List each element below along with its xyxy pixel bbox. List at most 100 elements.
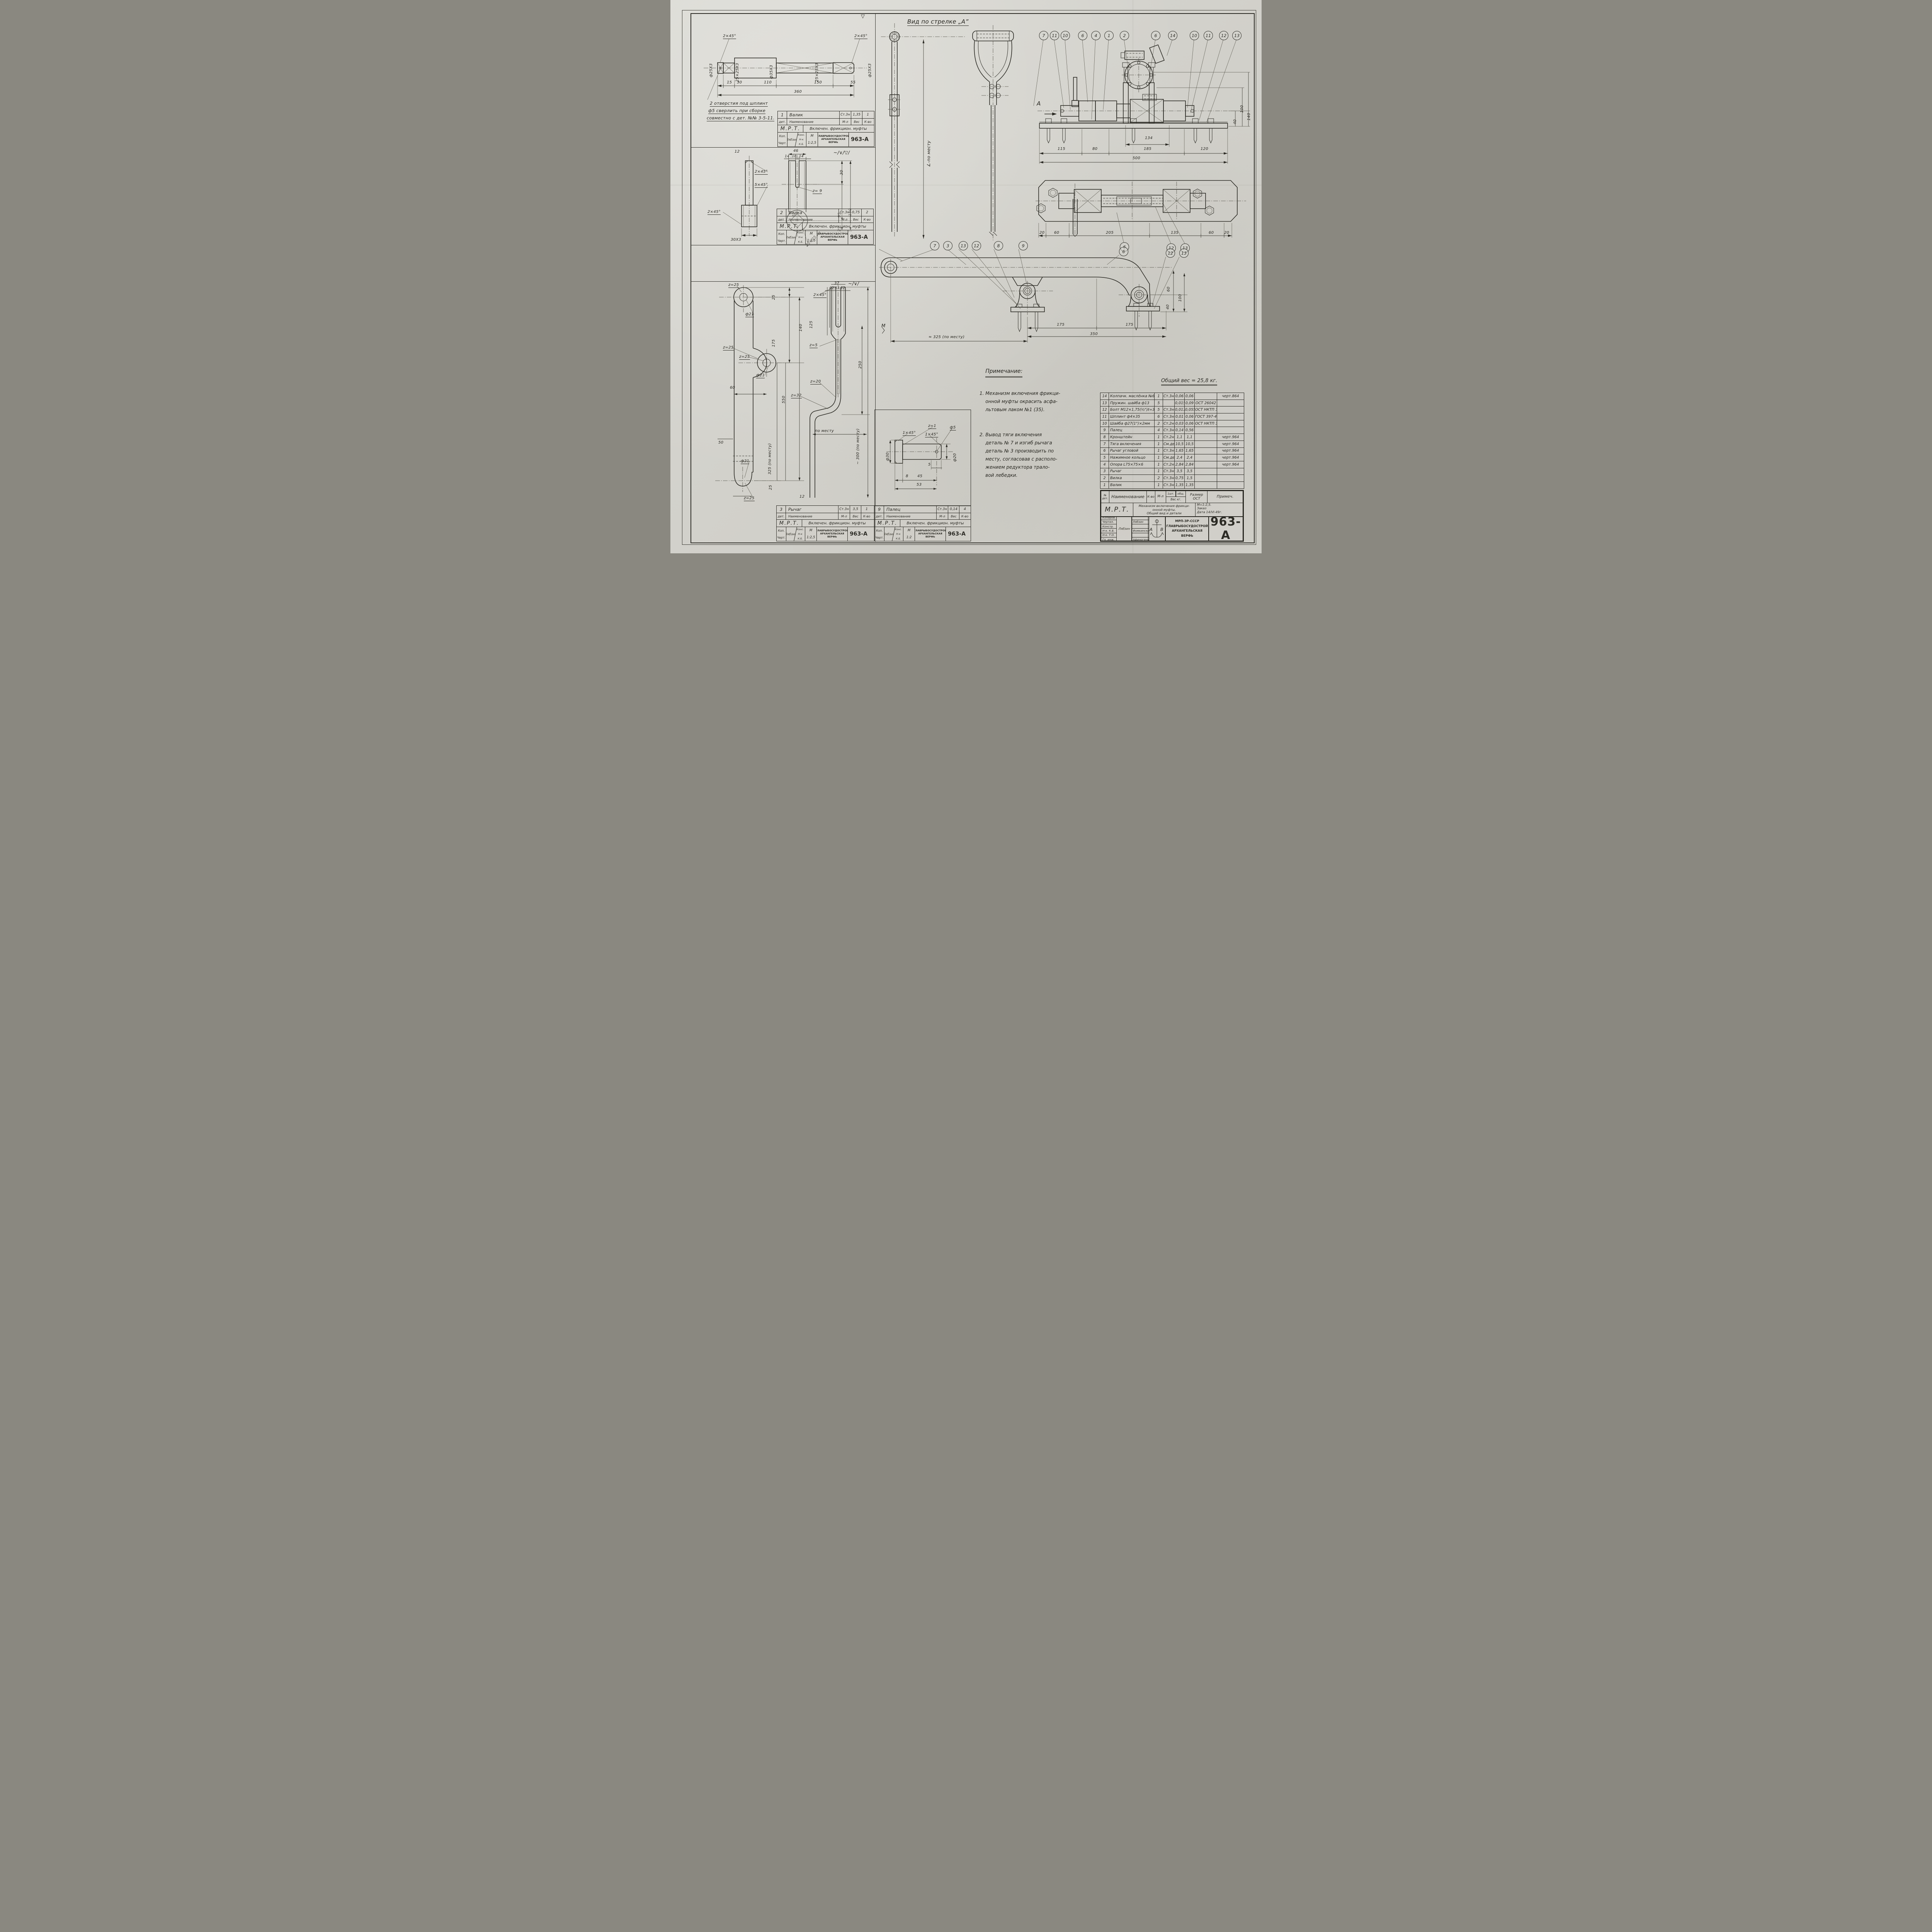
dimension-label: ф20 <box>953 453 957 462</box>
parts-table-cell: Ст.3н <box>1163 406 1175 414</box>
balloon-callout: 10 <box>1061 31 1070 40</box>
person-name <box>1131 517 1149 520</box>
col-header-name: Наименование <box>1109 491 1147 503</box>
parts-table-cell: ОСТ НКТП 3100 <box>1194 420 1217 427</box>
parts-table-cell <box>1217 468 1244 475</box>
balloon-callout: 9 <box>1019 241 1028 250</box>
dimension-label: 30 <box>737 80 742 85</box>
parts-table-cell: Ст.3н <box>1163 474 1175 482</box>
dimension-label: 60 <box>1167 286 1171 292</box>
dimension-label: z=25 <box>723 345 734 350</box>
balloon-callout: 13 <box>1232 31 1242 40</box>
balloon-callout: 3 <box>943 241 952 250</box>
parts-table-cell <box>1194 440 1217 448</box>
dimension-label: ф25Х3 <box>709 63 713 77</box>
parts-table-cell: 1 <box>1154 468 1163 475</box>
dimension-label: 60 <box>1209 231 1214 235</box>
dimension-label: 250 <box>858 361 862 369</box>
outer-frame <box>682 10 1256 545</box>
dimension-label: 205 <box>1106 231 1114 235</box>
parts-table-cell: 1 <box>1154 393 1163 400</box>
section-divider <box>875 13 876 542</box>
dimension-label: 135 <box>1171 231 1179 235</box>
dimension-label: 30Х3 <box>731 238 742 242</box>
dimension-label: 80 <box>1092 147 1098 151</box>
view-arrow-a: Вид по стрелке „А”∠-по месту <box>877 15 1032 243</box>
dimension-label: ф30 <box>886 452 890 461</box>
notes-block: Примечание: 1. Механизм включения фрикци… <box>980 359 1099 496</box>
balloon-callout: 8 <box>994 241 1003 250</box>
parts-table-cell: 2 <box>1154 474 1163 482</box>
dimension-label: 2×45° <box>813 293 827 298</box>
dimension-label: 37 <box>834 281 840 286</box>
parts-table-cell: 1,35 <box>1184 481 1195 489</box>
parts-table-cell: Шайба ф27(1")×2мм <box>1109 420 1155 427</box>
organization: МРП-ЗР-СССР ГЛАВРЫБОСУДОСТРОЙ АРХАНГЕЛЬС… <box>1165 516 1209 541</box>
parts-table-cell: Пружин. шайба ф13 <box>1109 399 1155 407</box>
parts-table-cell: 2 <box>1100 474 1109 482</box>
parts-table-cell: Ст.2н <box>1163 420 1175 427</box>
dimension-label: 8 <box>906 474 908 478</box>
dimension-label: 175 <box>1126 323 1133 327</box>
notes-title: Примечание: <box>985 367 1023 378</box>
parts-table-cell: черт.964 <box>1217 454 1244 461</box>
parts-table-cell: 1,1 <box>1174 434 1185 441</box>
person-name: Лябзин <box>1131 520 1149 524</box>
svg-text:А: А <box>1149 527 1153 532</box>
parts-table-cell: 0,06 <box>1174 393 1185 400</box>
material: Ст.3н <box>840 111 851 118</box>
parts-table-cell: 4 <box>1100 461 1109 468</box>
parts-table-cell: 0,56 <box>1184 427 1195 434</box>
parts-table-cell: 8 <box>1100 434 1109 441</box>
balloon-callout: 1 <box>1104 31 1114 40</box>
role-label: Констр. <box>1101 524 1116 529</box>
dimension-label: по месту <box>815 429 834 433</box>
parts-table-cell: 10 <box>1100 420 1109 427</box>
person-name <box>1131 533 1149 538</box>
section-divider <box>690 281 875 282</box>
parts-table-cell: 4 <box>1154 427 1163 434</box>
drawing-title: Механизм включения фрикци- онной муфты. … <box>1133 502 1196 517</box>
balloon-callout: 13 <box>959 241 968 250</box>
dimension-label: 150 <box>814 80 822 85</box>
lever-drawing <box>715 284 870 498</box>
dimension-label: 20 <box>1224 231 1230 235</box>
dimension-label: 185 <box>1144 147 1151 151</box>
parts-table-cell: 1,5 <box>1184 474 1195 482</box>
balloon-callout: 13 <box>1179 248 1189 258</box>
dimension-label: 12 <box>735 150 740 154</box>
parts-table-cell: Шплинт ф4×35 <box>1109 413 1155 420</box>
parts-table-cell: 1 <box>1154 454 1163 461</box>
parts-table-cell: 1 <box>1154 440 1163 448</box>
parts-table-cell <box>1217 481 1244 489</box>
balloon-callout: 6 <box>1078 31 1087 40</box>
parts-table-cell: 6 <box>1154 413 1163 420</box>
parts-table-cell: 0,03 <box>1174 420 1185 427</box>
parts-table-cell <box>1194 434 1217 441</box>
parts-table-cell: 1,65 <box>1184 447 1195 455</box>
scale: 1:2,5 <box>808 141 816 145</box>
dimension-label: 110 <box>764 80 772 85</box>
dimension-label: 5×45° <box>755 183 768 188</box>
role-label: Гл. инж. <box>1101 537 1116 541</box>
balloon-callout: 7 <box>1039 31 1048 40</box>
parts-table-cell: 0,09 <box>1184 399 1195 407</box>
dimension-label: ~ 300 (по месту) <box>856 428 860 464</box>
parts-table-cell: 3 <box>1100 468 1109 475</box>
parts-table-cell: 2,4 <box>1174 454 1185 461</box>
dimension-label: 115 <box>1058 147 1065 151</box>
parts-table-cell: 2,4 <box>1184 454 1195 461</box>
parts-table-cell: Кронштейн <box>1109 434 1155 441</box>
parts-table-cell: Болт М12×1,75(½")ℓ=35 <box>1109 406 1155 414</box>
parts-table-cell <box>1194 461 1217 468</box>
dimension-label: 12,13,12 <box>830 286 845 290</box>
parts-table-cell: 1,35 <box>1174 481 1185 489</box>
